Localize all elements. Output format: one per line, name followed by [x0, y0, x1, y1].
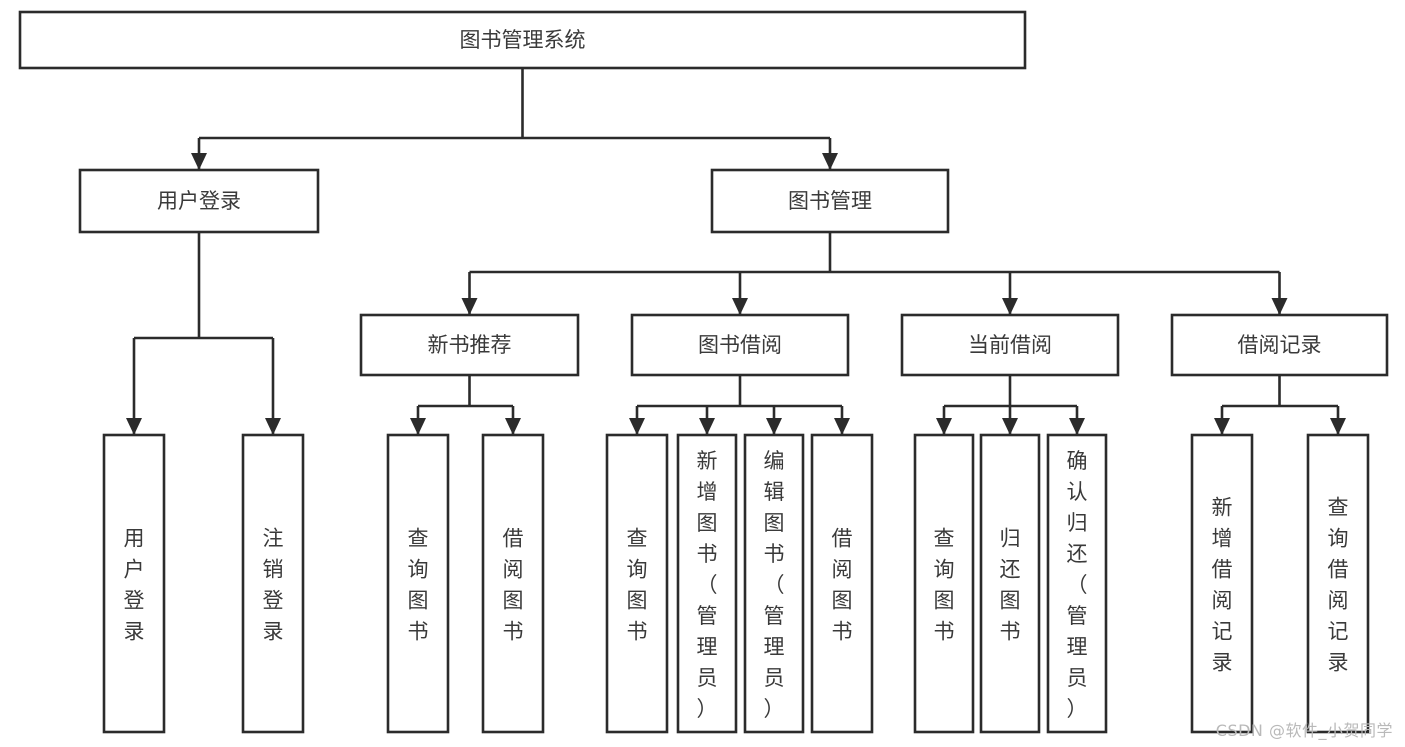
- connector-lines: [126, 68, 1346, 435]
- node-leaf-query-borrow-record-rect: [1306, 433, 1370, 734]
- node-user-login[interactable]: 用户登录: [78, 168, 320, 234]
- node-leaf-add-borrow-record[interactable]: 新增借阅记录: [1190, 433, 1254, 734]
- node-leaf-query-book-current-label: 查询图书: [934, 527, 955, 644]
- userlogin-to-leaves-arrow-1: [265, 418, 281, 435]
- node-borrow-record[interactable]: 借阅记录: [1170, 313, 1389, 377]
- node-root-root[interactable]: 图书管理系统: [18, 10, 1027, 70]
- userlogin-to-leaves-arrow-0: [126, 418, 142, 435]
- node-book-borrow[interactable]: 图书借阅: [630, 313, 850, 377]
- node-current-borrow[interactable]: 当前借阅: [900, 313, 1120, 377]
- node-leaf-confirm-return-admin-label: 确认归还（管理员）: [1067, 449, 1088, 721]
- node-leaf-query-book-borrow-label: 查询图书: [627, 527, 648, 644]
- book-borrow-to-leaves-arrow-0: [629, 418, 645, 435]
- node-leaf-borrow-book-rect: [810, 433, 874, 734]
- node-leaf-add-borrow-record-rect: [1190, 433, 1254, 734]
- node-leaf-borrow-book-new-label: 借阅图书: [503, 527, 524, 644]
- current-borrow-to-leaves-arrow-2: [1069, 418, 1085, 435]
- node-borrow-record-rect: [1170, 313, 1389, 377]
- node-leaf-add-book-admin-label: 新增图书（管理员）: [697, 449, 718, 721]
- node-user-login-label: 用户登录: [157, 189, 241, 213]
- book-borrow-to-leaves-arrow-2: [766, 418, 782, 435]
- node-leaf-return-book-label: 归还图书: [1000, 527, 1021, 644]
- node-new-book-recommend-label: 新书推荐: [428, 333, 512, 357]
- node-book-manage-rect: [710, 168, 950, 234]
- node-leaf-edit-book-admin[interactable]: 编辑图书（管理员）: [743, 433, 805, 734]
- borrow-record-to-leaves-arrow-1: [1330, 418, 1346, 435]
- node-book-borrow-label: 图书借阅: [698, 333, 782, 357]
- bookmanage-to-l3-arrow-3: [1271, 298, 1288, 315]
- node-new-book-recommend-rect: [359, 313, 580, 377]
- node-user-login-rect: [78, 168, 320, 234]
- node-leaf-return-book-rect: [979, 433, 1041, 734]
- node-leaf-query-borrow-record-label: 查询借阅记录: [1328, 496, 1349, 675]
- node-new-book-recommend[interactable]: 新书推荐: [359, 313, 580, 377]
- node-leaf-add-book-admin[interactable]: 新增图书（管理员）: [676, 433, 738, 734]
- node-leaf-query-book-current[interactable]: 查询图书: [913, 433, 975, 734]
- node-leaf-edit-book-admin-rect: [743, 433, 805, 734]
- node-leaf-confirm-return-admin-rect: [1046, 433, 1108, 734]
- node-book-manage-label: 图书管理: [788, 189, 872, 213]
- book-borrow-to-leaves-arrow-3: [834, 418, 850, 435]
- root-to-l2-arrow-0: [191, 153, 207, 170]
- node-current-borrow-rect: [900, 313, 1120, 377]
- node-leaf-add-borrow-record-label: 新增借阅记录: [1212, 496, 1233, 675]
- node-boxes: 图书管理系统用户登录图书管理新书推荐图书借阅当前借阅借阅记录用户登录注销登录查询…: [18, 10, 1389, 734]
- node-leaf-logout-label: 注销登录: [263, 527, 284, 644]
- node-leaf-borrow-book[interactable]: 借阅图书: [810, 433, 874, 734]
- new-book-recommend-to-leaves-arrow-1: [505, 418, 521, 435]
- node-leaf-query-book-new-rect: [386, 433, 450, 734]
- node-leaf-query-book-new-label: 查询图书: [408, 527, 429, 644]
- current-borrow-to-leaves-arrow-1: [1002, 418, 1018, 435]
- node-leaf-edit-book-admin-label: 编辑图书（管理员）: [764, 449, 785, 721]
- node-leaf-query-book-borrow[interactable]: 查询图书: [605, 433, 669, 734]
- bookmanage-to-l3-arrow-2: [1002, 298, 1018, 315]
- node-leaf-add-book-admin-rect: [676, 433, 738, 734]
- node-root-root-label: 图书管理系统: [460, 28, 586, 52]
- node-leaf-logout[interactable]: 注销登录: [241, 433, 305, 734]
- node-leaf-query-borrow-record[interactable]: 查询借阅记录: [1306, 433, 1370, 734]
- node-leaf-user-login-label: 用户登录: [124, 527, 145, 644]
- borrow-record-to-leaves-arrow-0: [1214, 418, 1230, 435]
- node-root-root-rect: [18, 10, 1027, 70]
- node-book-borrow-rect: [630, 313, 850, 377]
- bookmanage-to-l3-arrow-1: [732, 298, 748, 315]
- node-current-borrow-label: 当前借阅: [968, 333, 1052, 357]
- node-leaf-logout-rect: [241, 433, 305, 734]
- node-leaf-query-book-borrow-rect: [605, 433, 669, 734]
- node-leaf-user-login-rect: [102, 433, 166, 734]
- node-leaf-query-book-new[interactable]: 查询图书: [386, 433, 450, 734]
- node-leaf-return-book[interactable]: 归还图书: [979, 433, 1041, 734]
- node-leaf-confirm-return-admin[interactable]: 确认归还（管理员）: [1046, 433, 1108, 734]
- node-leaf-query-book-current-rect: [913, 433, 975, 734]
- node-leaf-borrow-book-label: 借阅图书: [832, 527, 853, 644]
- new-book-recommend-to-leaves-arrow-0: [410, 418, 426, 435]
- current-borrow-to-leaves-arrow-0: [936, 418, 952, 435]
- bookmanage-to-l3-arrow-0: [461, 298, 478, 315]
- node-leaf-user-login[interactable]: 用户登录: [102, 433, 166, 734]
- book-borrow-to-leaves-arrow-1: [699, 418, 715, 435]
- node-leaf-borrow-book-new[interactable]: 借阅图书: [481, 433, 545, 734]
- node-leaf-borrow-book-new-rect: [481, 433, 545, 734]
- root-to-l2-arrow-1: [822, 153, 838, 170]
- csdn-watermark: CSDN @软件_小贺同学: [1215, 721, 1393, 740]
- node-book-manage[interactable]: 图书管理: [710, 168, 950, 234]
- node-borrow-record-label: 借阅记录: [1238, 333, 1322, 357]
